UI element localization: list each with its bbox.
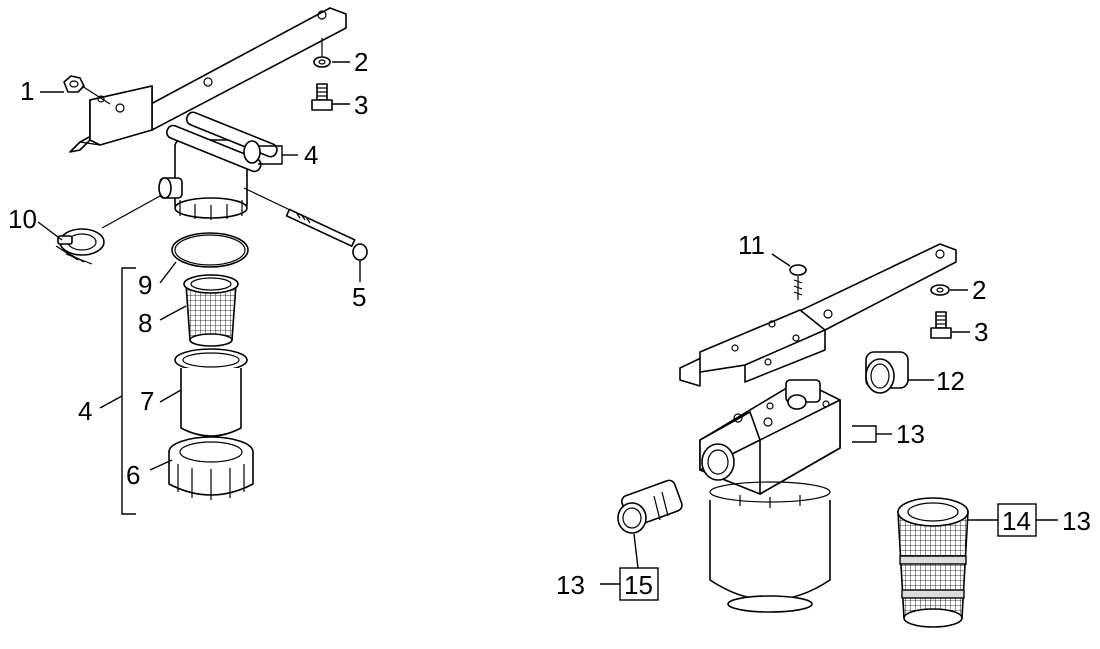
callout-13-insert: 13 bbox=[1062, 506, 1091, 536]
callout-14: 14 bbox=[1002, 506, 1031, 536]
right-nipple-15 bbox=[617, 479, 683, 534]
callout-2-right: 2 bbox=[972, 275, 986, 305]
left-washer-2 bbox=[313, 38, 331, 68]
right-bolt-3 bbox=[930, 311, 952, 339]
left-leader-lines bbox=[37, 61, 361, 471]
callout-13-housing: 13 bbox=[896, 419, 925, 449]
right-screw-11 bbox=[789, 264, 807, 300]
left-hose-clamp-10 bbox=[55, 228, 105, 265]
left-assembly: 1 2 3 4 10 9 8 5 4 7 6 bbox=[8, 7, 368, 515]
left-bowl-7 bbox=[174, 348, 248, 437]
callout-5: 5 bbox=[352, 282, 366, 312]
callout-7: 7 bbox=[140, 386, 154, 416]
callout-3-left: 3 bbox=[354, 90, 368, 120]
callout-2-left: 2 bbox=[354, 47, 368, 77]
right-adapter-12 bbox=[865, 351, 909, 394]
right-mounting-bracket bbox=[679, 243, 957, 387]
right-filter-insert-14 bbox=[897, 497, 969, 628]
left-o-ring-9 bbox=[171, 232, 249, 268]
right-assembly: 11 2 3 12 13 14 13 15 13 bbox=[556, 230, 1091, 628]
callout-4-kit: 4 bbox=[78, 396, 92, 426]
callout-3-right: 3 bbox=[974, 317, 988, 347]
callout-8: 8 bbox=[138, 308, 152, 338]
callout-9: 9 bbox=[138, 270, 152, 300]
right-washer-2 bbox=[930, 284, 950, 296]
callout-11: 11 bbox=[738, 230, 765, 260]
right-filter-housing bbox=[699, 379, 841, 613]
left-long-bolt-5 bbox=[243, 187, 368, 261]
callout-1: 1 bbox=[20, 76, 34, 106]
right-leader-lines bbox=[600, 253, 1058, 601]
callout-13-nipple: 13 bbox=[556, 570, 585, 600]
left-nut-1 bbox=[63, 75, 111, 105]
callout-6: 6 bbox=[126, 460, 140, 490]
left-bolt-3 bbox=[311, 83, 333, 111]
left-kit-bracket bbox=[121, 267, 136, 515]
callout-15: 15 bbox=[624, 570, 653, 600]
left-ring-nut-6 bbox=[168, 436, 254, 500]
left-strainer-8 bbox=[183, 274, 239, 347]
callout-12: 12 bbox=[936, 366, 965, 396]
callout-4-head: 4 bbox=[304, 140, 318, 170]
callout-10: 10 bbox=[8, 204, 37, 234]
left-filter-head bbox=[101, 111, 278, 229]
